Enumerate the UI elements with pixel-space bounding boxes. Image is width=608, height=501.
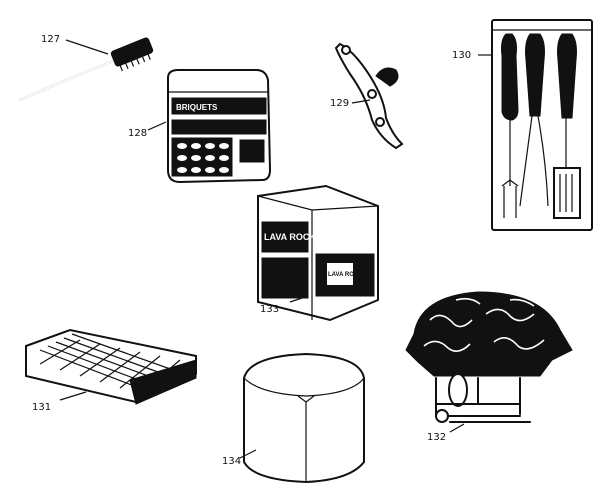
part-130-tool-set: 130 (452, 19, 593, 231)
part-134-grill-cover: 134 (222, 352, 365, 484)
callout-131: 131 (32, 402, 51, 413)
callout-130: 130 (452, 50, 471, 61)
callout-134: 134 (222, 456, 241, 467)
part-128-box: BRIQUETS 128 (128, 69, 272, 184)
callout-133: 133 (260, 304, 279, 315)
callout-132: 132 (427, 432, 446, 443)
callout-129: 129 (330, 98, 349, 109)
part-129-opener: 129 (330, 42, 404, 150)
part-127-grill-brush: 127 (19, 34, 154, 101)
lava-rocks-label-front: LAVA ROCKS (264, 232, 322, 242)
lava-rocks-label-side: LAVA ROCKS (328, 272, 367, 278)
part-131-cooking-grid: 131 (25, 328, 197, 413)
part-133-lava-rocks-box: LAVA ROCKS LAVA ROCKS 133 (257, 184, 379, 322)
callout-127: 127 (41, 34, 60, 45)
callout-128: 128 (128, 128, 147, 139)
svg-text:BRIQUETS: BRIQUETS (176, 103, 218, 112)
part-132-grill-with-cover: 132 (405, 291, 573, 443)
